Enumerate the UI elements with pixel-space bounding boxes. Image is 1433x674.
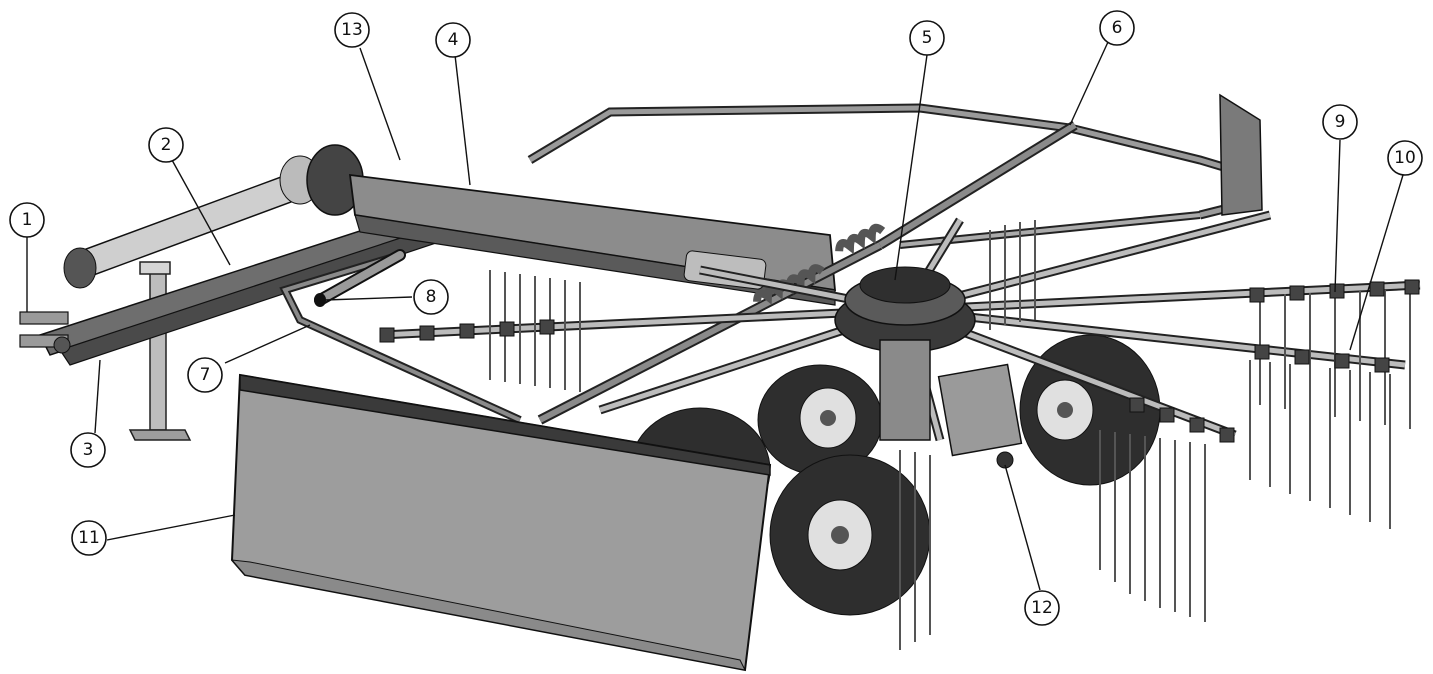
callout-6: 6: [1099, 10, 1135, 46]
callout-2-label: 2: [161, 135, 172, 155]
callout-8-label: 8: [426, 287, 437, 307]
callout-13-label: 13: [341, 20, 363, 40]
hydraulic-arm: [314, 249, 406, 307]
machine-illustration: [19, 93, 1421, 672]
tine-holders: [379, 279, 1420, 443]
callout-5: 5: [909, 20, 945, 56]
pto-shaft: [63, 144, 364, 289]
wheels: [629, 334, 1161, 616]
callout-5-label: 5: [922, 28, 933, 48]
callout-7: 7: [187, 357, 223, 393]
leader-lines: [26, 41, 1404, 591]
callout-3: 3: [70, 432, 106, 468]
callout-7-label: 7: [200, 365, 211, 385]
callout-6-label: 6: [1112, 18, 1123, 38]
swath-curtain: [230, 373, 772, 672]
callout-2: 2: [148, 127, 184, 163]
callout-13: 13: [334, 12, 370, 48]
callout-1: 1: [9, 202, 45, 238]
callout-4-label: 4: [448, 30, 459, 50]
callout-1-label: 1: [22, 210, 33, 230]
callout-12: 12: [1024, 590, 1060, 626]
callout-10-label: 10: [1394, 148, 1416, 168]
main-frame: [348, 173, 837, 306]
callout-12-label: 12: [1031, 598, 1053, 618]
callout-3-label: 3: [83, 440, 94, 460]
callout-11-label: 11: [78, 528, 100, 548]
callout-4: 4: [435, 22, 471, 58]
callout-9: 9: [1322, 104, 1358, 140]
callout-9-label: 9: [1335, 112, 1346, 132]
callouts: 1 2 3 4 5 6 7 8: [9, 10, 1423, 626]
callout-8: 8: [413, 279, 449, 315]
callout-10: 10: [1387, 140, 1423, 176]
callout-11: 11: [71, 520, 107, 556]
rotor-hub: [834, 266, 1023, 469]
end-plate: [1219, 93, 1263, 216]
